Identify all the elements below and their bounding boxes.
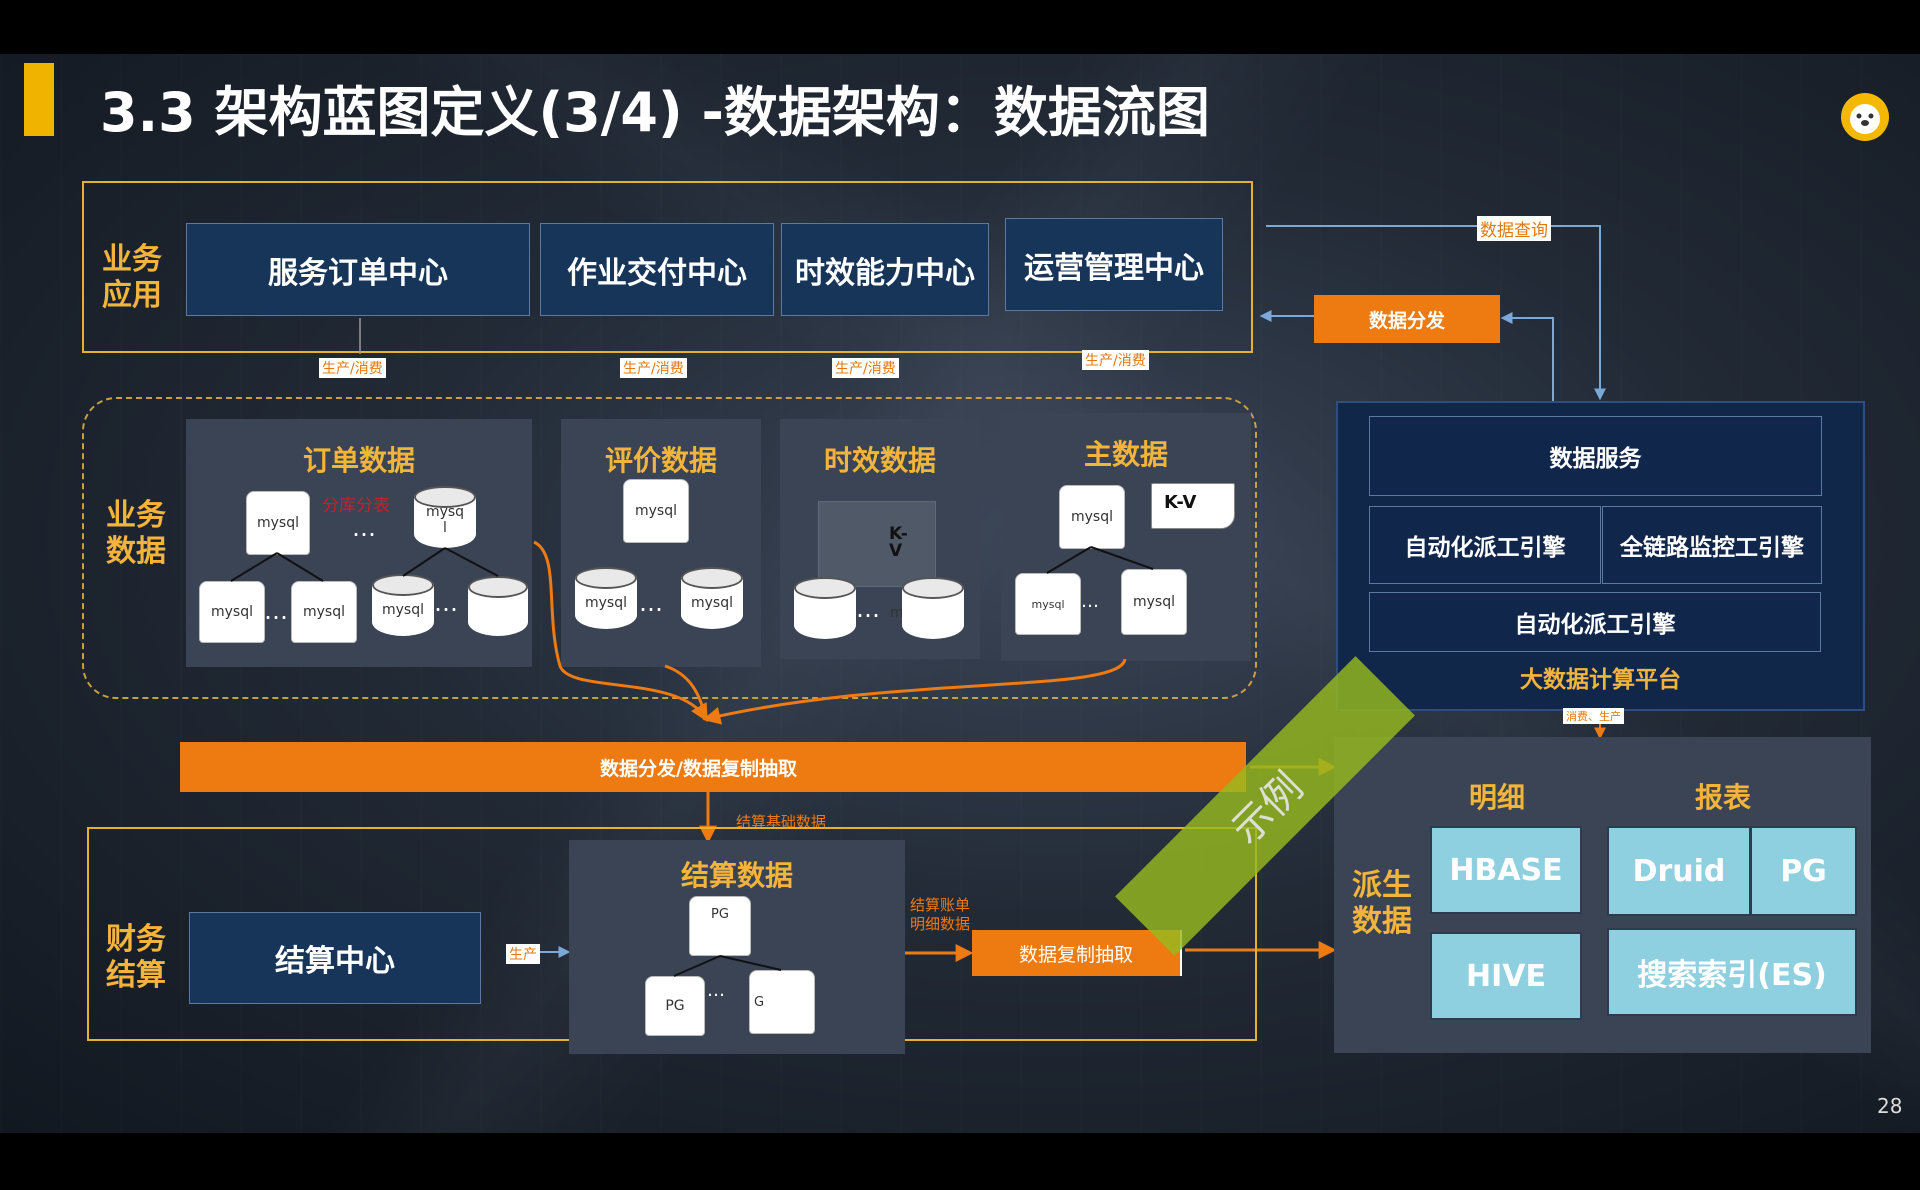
review-db-top: mysql [623, 479, 689, 543]
data-distribute-box: 数据分发 [1314, 295, 1500, 343]
order-db-b4 [468, 576, 528, 636]
tag-data-query: 数据查询 [1477, 216, 1551, 241]
app-ops-management[interactable]: 运营管理中心 [1005, 218, 1223, 311]
auto-dispatch-engine-1[interactable]: 自动化派工引擎 [1369, 506, 1601, 584]
biz-data-frame [82, 397, 1257, 699]
order-ellipsis-b2: … [434, 589, 458, 617]
data-service[interactable]: 数据服务 [1369, 416, 1822, 496]
derived-report-title: 报表 [1694, 781, 1751, 814]
tag-prod-consume-4: 生产/消费 [1082, 350, 1149, 370]
label-settle-basic: 结算基础数据 [736, 813, 827, 831]
panel-order-data: 订单数据 mysql 分库分表 … mysq l mysql … mysql m… [186, 419, 532, 667]
derived-label: 派生 数据 [1352, 868, 1412, 939]
settle-db-b1: PG [645, 976, 705, 1036]
tag-consume-produce: 消费、生产 [1563, 708, 1624, 724]
tag-prod-consume-1: 生产/消费 [319, 358, 386, 378]
panel-timeliness-title: 时效数据 [823, 444, 936, 477]
full-chain-monitor-engine[interactable]: 全链路监控工引擎 [1602, 506, 1822, 584]
tag-prod-consume-2: 生产/消费 [620, 358, 687, 378]
review-db-b2: mysql [681, 567, 743, 629]
order-db-b1: mysql [199, 581, 265, 643]
druid-store[interactable]: Druid [1607, 826, 1751, 916]
timeliness-kv-stack: K- V [818, 501, 936, 587]
order-ellipsis-b1: … [264, 597, 288, 625]
biz-app-label: 业务 应用 [102, 242, 162, 313]
page-number: 28 [1877, 1094, 1903, 1118]
order-db-top-left: mysql [246, 491, 310, 555]
finance-label: 财务 结算 [106, 922, 166, 993]
auto-dispatch-engine-2[interactable]: 自动化派工引擎 [1369, 592, 1821, 652]
settlement-center[interactable]: 结算中心 [189, 912, 481, 1004]
settle-db-b2: G [749, 970, 815, 1034]
master-kv-label: K-V [1164, 492, 1197, 513]
label-settle-bill: 结算账单 明细数据 [910, 896, 971, 933]
title-accent-bar [24, 63, 54, 136]
panel-review-title: 评价数据 [604, 444, 717, 477]
timeliness-kv-label: K- V [889, 524, 908, 561]
page-title: 3.3 架构蓝图定义(3/4) -数据架构：数据流图 [100, 81, 1210, 144]
biz-app-frame [82, 181, 1253, 353]
timeliness-ellipsis: … [856, 595, 880, 623]
data-copy-extract-box: 数据复制抽取 [972, 930, 1182, 976]
settle-db-top: PG [689, 896, 751, 956]
panel-settlement-data: 结算数据 PG PG … G [569, 840, 905, 1054]
panel-review-data: 评价数据 mysql mysql … mysql [561, 419, 761, 667]
panel-order-title: 订单数据 [302, 444, 415, 477]
master-kv-doc: K-V [1151, 483, 1235, 529]
master-tree-lines [1046, 546, 1154, 574]
tag-produce: 生产 [506, 944, 540, 964]
logo-icon [1838, 90, 1892, 144]
panel-settlement-title: 结算数据 [680, 859, 793, 892]
slide: 3.3 架构蓝图定义(3/4) -数据架构：数据流图 业务 应用 服务订单中心 … [0, 54, 1920, 1133]
timeliness-db-b1 [794, 577, 856, 639]
platform-name: 大数据计算平台 [1520, 667, 1681, 693]
es-search-index[interactable]: 搜索索引(ES) [1607, 928, 1857, 1016]
master-ellipsis: … [1081, 591, 1099, 612]
master-db-b2: mysql [1121, 569, 1187, 635]
order-ellipsis-top: … [352, 514, 376, 542]
review-ellipsis: … [639, 589, 663, 617]
panel-timeliness-data: 时效数据 K- V … m [780, 419, 980, 659]
panel-master-data: 主数据 mysql K-V mysql … mysql [1001, 413, 1251, 661]
app-job-delivery[interactable]: 作业交付中心 [540, 223, 774, 316]
timeliness-db-b2 [902, 577, 964, 639]
tag-prod-consume-3: 生产/消费 [832, 358, 899, 378]
app-service-order[interactable]: 服务订单中心 [186, 223, 530, 316]
timeliness-cut-label: m [890, 605, 904, 621]
pg-store[interactable]: PG [1750, 826, 1857, 916]
app-timeliness[interactable]: 时效能力中心 [781, 223, 989, 316]
hive-store[interactable]: HIVE [1430, 932, 1582, 1020]
panel-master-title: 主数据 [1083, 438, 1168, 471]
review-db-b1: mysql [575, 567, 637, 629]
hbase-store[interactable]: HBASE [1430, 826, 1582, 914]
biz-data-label: 业务 数据 [106, 498, 166, 569]
master-db-top: mysql [1059, 485, 1125, 549]
settle-tree-lines [673, 955, 782, 977]
order-shard-note: 分库分表 [322, 496, 390, 516]
order-db-top-right: mysq l [414, 486, 476, 548]
order-tree-lines [230, 547, 499, 582]
derived-detail-title: 明细 [1468, 781, 1525, 814]
order-db-b2: mysql [291, 581, 357, 643]
distribution-extract-bar: 数据分发/数据复制抽取 [180, 742, 1246, 792]
settle-ellipsis: … [707, 980, 725, 1001]
